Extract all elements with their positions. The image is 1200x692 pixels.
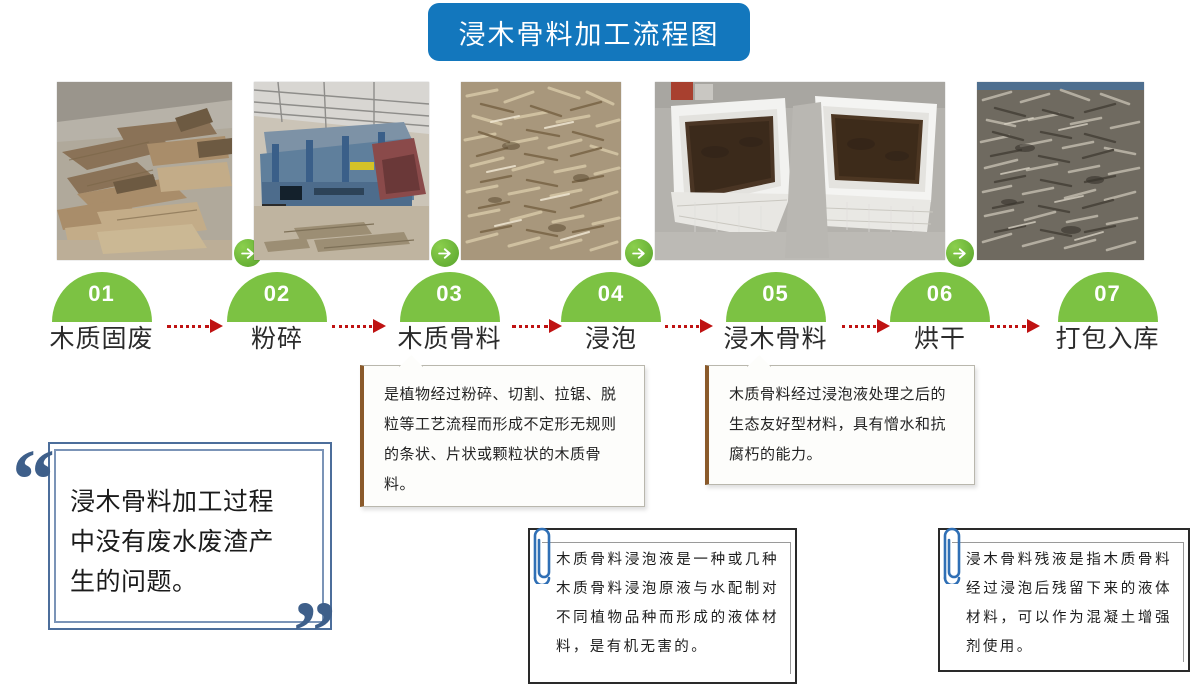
paperclip-icon <box>522 522 556 584</box>
callout-tail <box>747 355 771 367</box>
step-06[interactable]: 06 烘干 <box>885 272 995 355</box>
step-label: 浸木骨料 <box>723 325 828 353</box>
callout-text: 是植物经过粉碎、切割、拉锯、脱粒等工艺流程而形成不定形无规则的条状、片状或颗粒状… <box>384 386 617 493</box>
callout-soaked-aggregate: 木质骨料经过浸泡液处理之后的生态友好型材料，具有憎水和抗腐朽的能力。 <box>705 355 975 485</box>
step-label: 木质固废 <box>49 325 154 353</box>
photo-dried-aggregate <box>977 82 1144 260</box>
step-07[interactable]: 07 打包入库 <box>1040 272 1175 355</box>
step-number: 03 <box>436 281 463 306</box>
dotted-arrow-right-icon <box>990 318 1040 334</box>
photo-wood-waste <box>57 82 232 260</box>
quote-frame-inner <box>54 449 324 623</box>
note-text: 浸木骨料残液是指木质骨料经过浸泡后残留下来的液体材料，可以作为混凝土增强剂使用。 <box>966 552 1172 655</box>
callout-text: 木质骨料经过浸泡液处理之后的生态友好型材料，具有憎水和抗腐朽的能力。 <box>729 386 947 463</box>
quote-open-mark: “ <box>12 431 55 527</box>
step-badge-07: 07 <box>1057 272 1158 322</box>
step-label: 粉碎 <box>250 325 303 353</box>
step-number: 02 <box>263 281 291 306</box>
step-number: 04 <box>597 281 625 306</box>
page-title-banner: 浸木骨料加工流程图 <box>428 3 750 61</box>
quote-close-mark: ” <box>293 583 336 679</box>
note-inner-frame <box>542 542 791 674</box>
callout-wood-aggregate: 是植物经过粉碎、切割、拉锯、脱粒等工艺流程而形成不定形无规则的条状、片状或颗粒状… <box>360 355 645 507</box>
dotted-arrow-right-icon <box>512 318 562 334</box>
step-badge-06: 06 <box>890 272 990 322</box>
note-card-soaking-liquid: 木质骨料浸泡液是一种或几种木质骨料浸泡原液与水配制对不同植物品种而形成的液体材料… <box>528 527 797 684</box>
step-number: 05 <box>762 281 789 306</box>
callout-tail <box>399 355 423 367</box>
photo-crusher <box>254 82 429 260</box>
dotted-arrow-right-icon <box>842 318 890 334</box>
step-label: 木质骨料 <box>397 325 502 353</box>
photo-connector-arrow-3 <box>625 239 653 267</box>
photo-connector-arrow-2 <box>431 239 459 267</box>
photo-soaking-tubs <box>655 82 945 260</box>
step-02[interactable]: 02 粉碎 <box>222 272 332 355</box>
step-03[interactable]: 03 木质骨料 <box>382 272 517 355</box>
quote-frame-outer <box>48 442 332 630</box>
step-badge-04: 04 <box>561 272 661 322</box>
note-card-residual-liquid: 浸木骨料残液是指木质骨料经过浸泡后残留下来的液体材料，可以作为混凝土增强剂使用。 <box>938 527 1190 672</box>
process-step-band: 01 木质固废 02 粉碎 03 木质骨料 04 浸泡 05 浸木骨料 06 烘… <box>0 272 1200 355</box>
step-number: 01 <box>88 281 115 306</box>
step-label: 烘干 <box>913 325 966 353</box>
quote-block: “ ” 浸木骨料加工过程中没有废水废渣产生的问题。 <box>10 430 340 674</box>
photo-wood-chips <box>461 82 621 260</box>
step-badge-05: 05 <box>725 272 826 322</box>
step-01[interactable]: 01 木质固废 <box>34 272 169 355</box>
step-label: 浸泡 <box>584 325 637 353</box>
step-04[interactable]: 04 浸泡 <box>556 272 666 355</box>
step-label: 打包入库 <box>1055 325 1160 353</box>
step-number: 07 <box>1094 281 1121 306</box>
step-badge-03: 03 <box>399 272 500 322</box>
quote-text: 浸木骨料加工过程中没有废水废渣产生的问题。 <box>70 488 275 596</box>
dotted-arrow-right-icon <box>332 318 386 334</box>
step-05[interactable]: 05 浸木骨料 <box>708 272 843 355</box>
page-title: 浸木骨料加工流程图 <box>458 19 720 50</box>
dotted-arrow-right-icon <box>167 318 223 334</box>
dotted-arrow-right-icon <box>665 318 713 334</box>
process-photo-strip <box>0 82 1200 267</box>
step-badge-01: 01 <box>51 272 152 322</box>
note-text: 木质骨料浸泡液是一种或几种木质骨料浸泡原液与水配制对不同植物品种而形成的液体材料… <box>556 552 779 655</box>
paperclip-icon <box>932 522 966 584</box>
step-badge-02: 02 <box>227 272 327 322</box>
step-number: 06 <box>926 281 954 306</box>
photo-connector-arrow-4 <box>946 239 974 267</box>
note-inner-frame <box>952 542 1184 662</box>
